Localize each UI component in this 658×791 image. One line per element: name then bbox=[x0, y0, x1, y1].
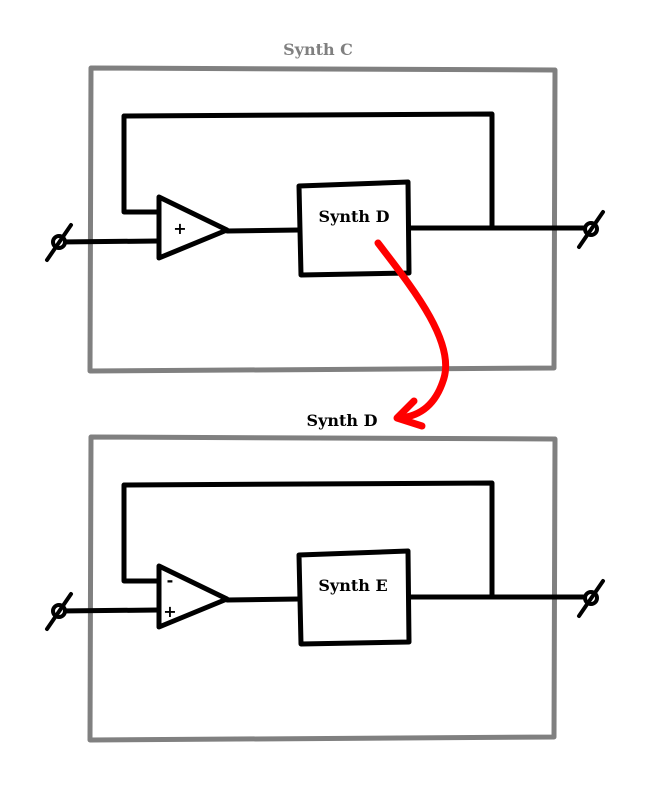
feedback-wire-bottom bbox=[121, 480, 495, 600]
amplifier-bottom bbox=[156, 563, 230, 630]
input-terminal-bottom bbox=[45, 592, 73, 631]
inner-block-bottom bbox=[296, 548, 412, 647]
feedback-wire-top bbox=[121, 111, 495, 231]
arrow-shaft bbox=[374, 239, 450, 422]
outer-frame-top bbox=[87, 65, 558, 374]
amplifier-top bbox=[156, 194, 230, 261]
amp-plus-sign-top: + bbox=[173, 219, 186, 238]
outer-label-bottom: Synth D bbox=[307, 411, 378, 430]
amp-plus-sign-bottom: + bbox=[163, 602, 176, 621]
outer-label-top: Synth C bbox=[283, 40, 353, 59]
amp-to-block-wire-bottom bbox=[224, 596, 302, 603]
outer-frame-bottom bbox=[87, 434, 558, 743]
amp-to-block-wire-top bbox=[224, 227, 302, 234]
diagram-bottom: Synth D - + Synth E bbox=[45, 411, 605, 743]
inner-block-label-top: Synth D bbox=[319, 207, 390, 226]
expansion-arrow bbox=[374, 239, 450, 430]
arrow-head bbox=[393, 397, 426, 430]
output-terminal-top bbox=[577, 210, 605, 249]
input-wire-bottom bbox=[56, 607, 161, 614]
input-wire-top bbox=[56, 238, 161, 245]
inner-block-label-bottom: Synth E bbox=[318, 576, 387, 595]
amp-minus-sign-bottom: - bbox=[167, 571, 174, 590]
output-terminal-bottom bbox=[577, 579, 605, 618]
diagram-top: Synth C + Synth D bbox=[45, 40, 605, 374]
input-terminal-top bbox=[45, 223, 73, 262]
